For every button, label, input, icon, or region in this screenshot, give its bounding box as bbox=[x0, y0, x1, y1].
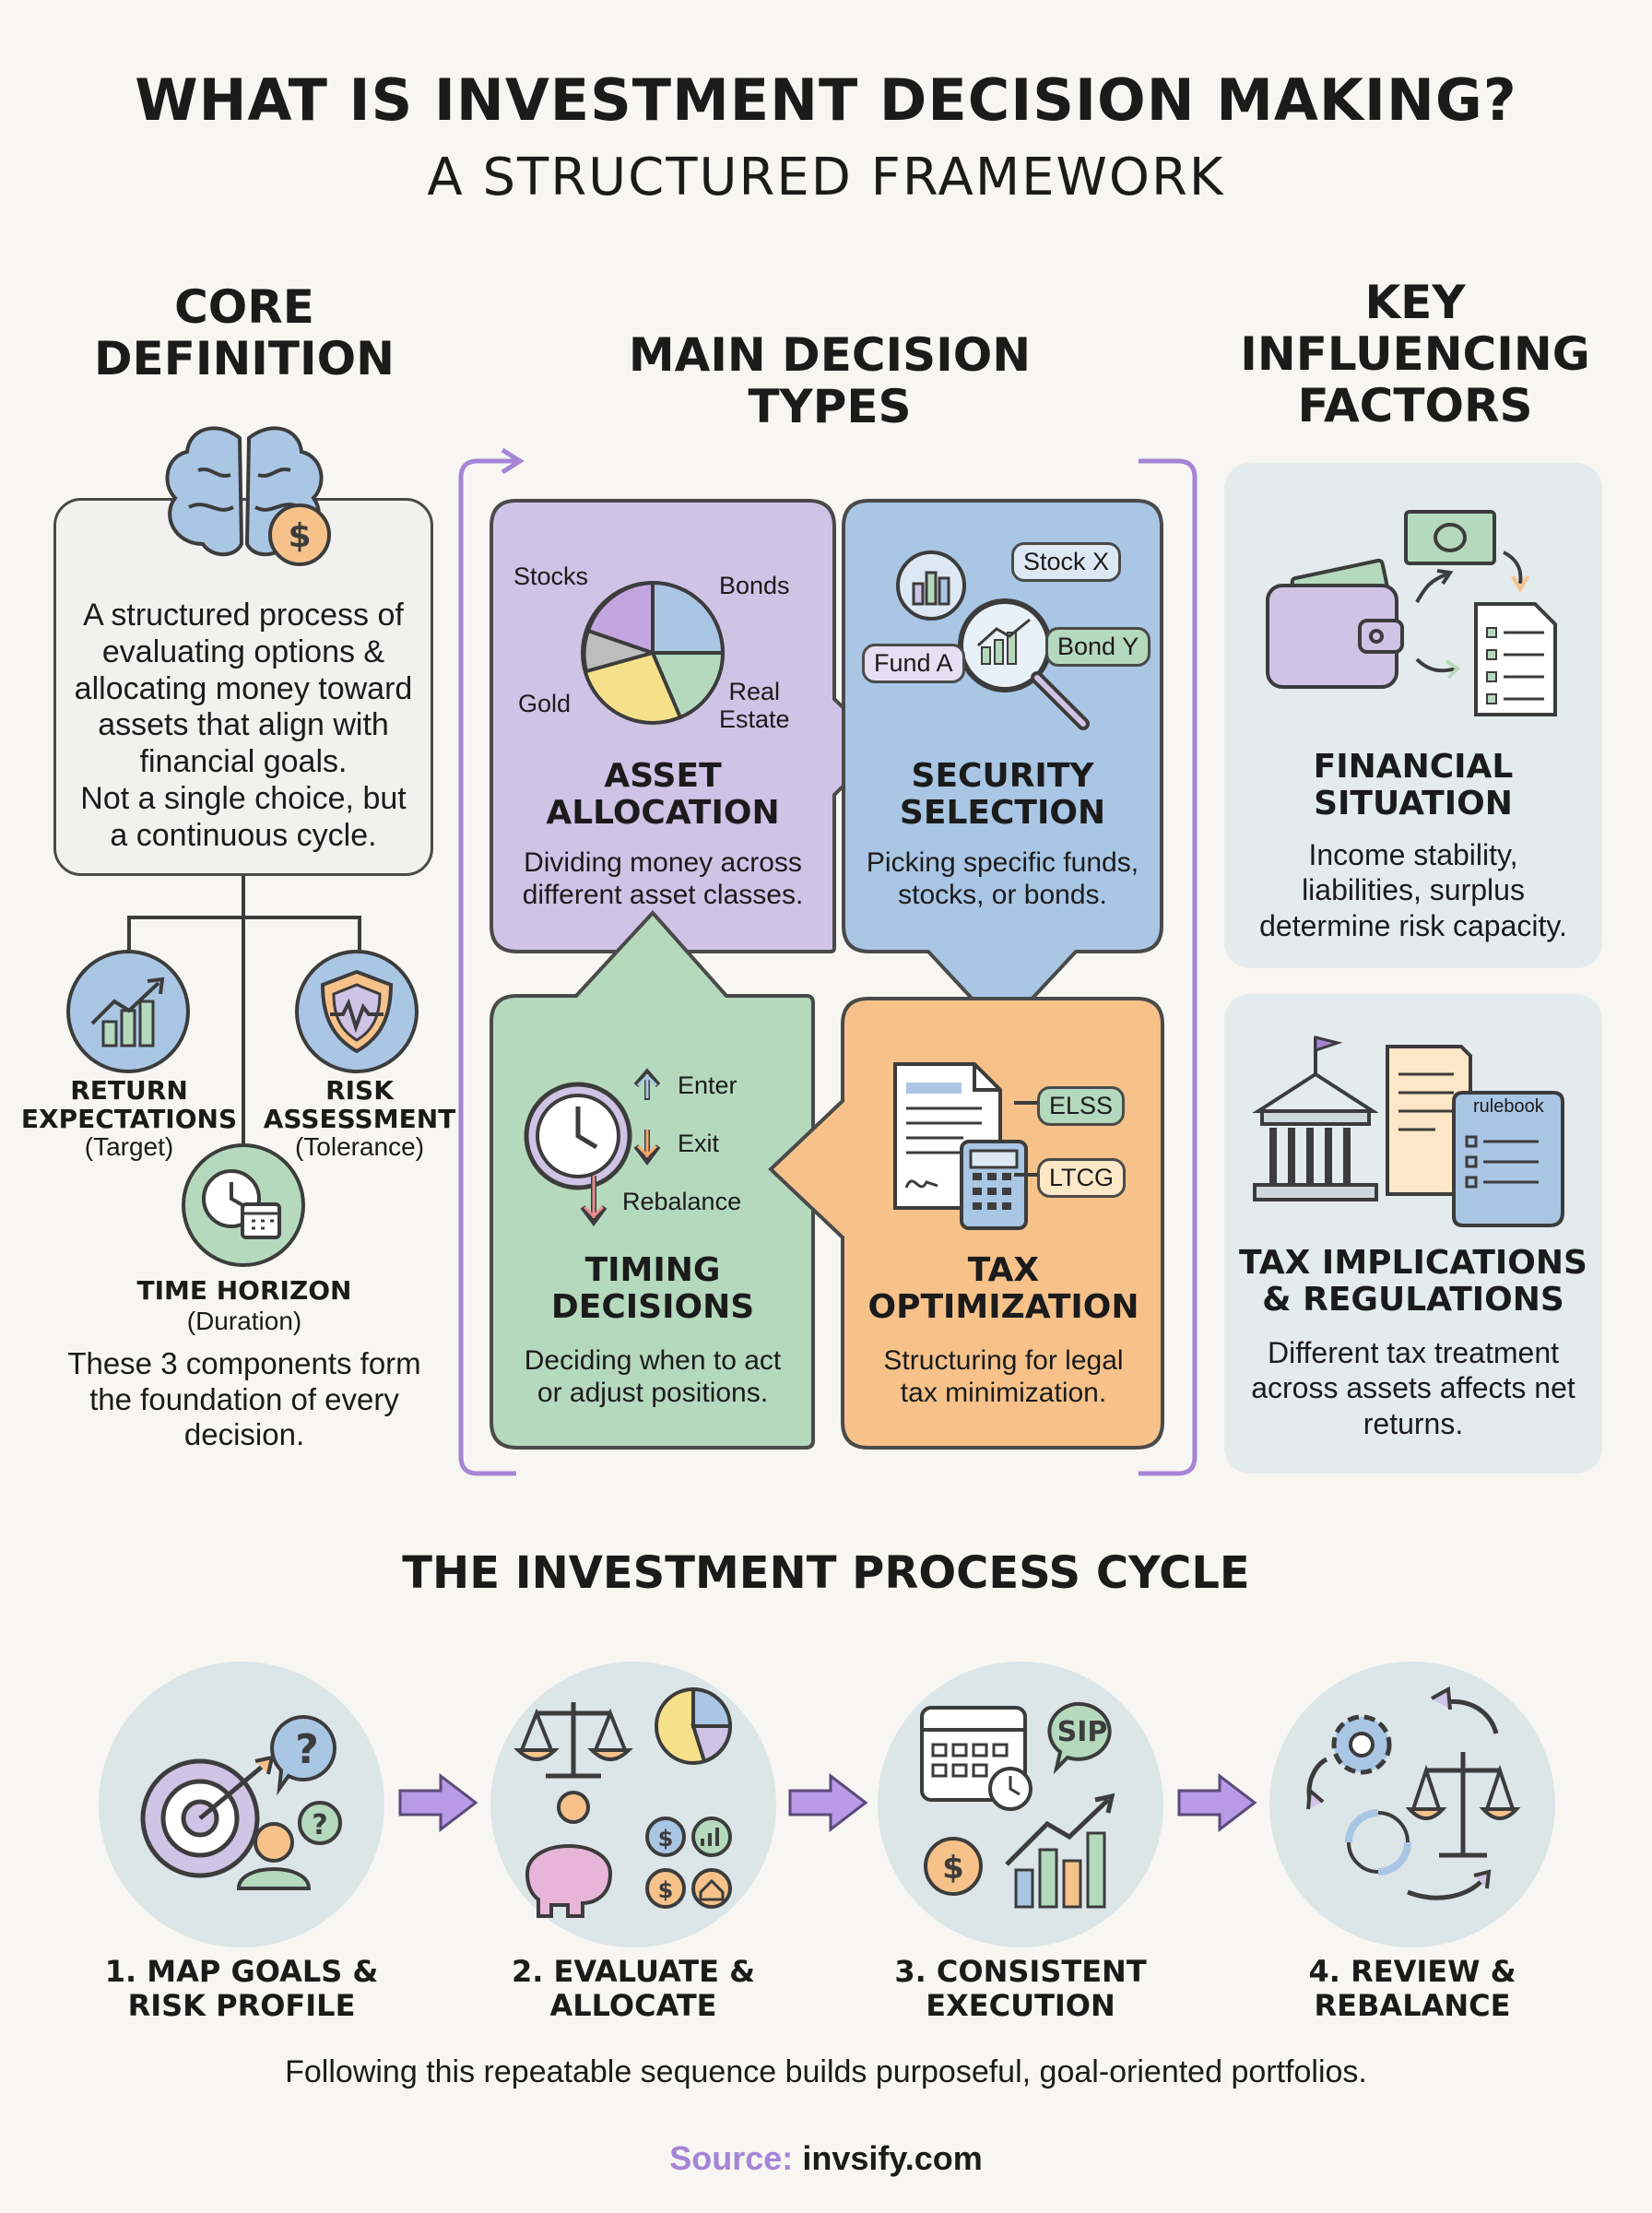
svg-text:?: ? bbox=[312, 1809, 327, 1841]
cycle-heading: THE INVESTMENT PROCESS CYCLE bbox=[402, 1547, 1250, 1599]
document-calculator-icon bbox=[893, 1062, 1028, 1230]
asset-allocation-card bbox=[490, 499, 886, 953]
factors-heading: KEY INFLUENCING FACTORS bbox=[1240, 276, 1590, 432]
risk-assessment-sub: (Tolerance) bbox=[294, 1132, 425, 1161]
action-rebalance: Rebalance bbox=[622, 1188, 742, 1215]
tag-stock-x: Stock X bbox=[1011, 542, 1122, 582]
target-person-icon: ? ? bbox=[140, 1714, 342, 1890]
brain-icon: $ bbox=[165, 426, 331, 566]
pie-chart-icon bbox=[581, 580, 726, 725]
clock-icon bbox=[524, 1082, 632, 1190]
cycle-footer-text: Following this repeatable sequence build… bbox=[285, 2054, 1367, 2089]
risk-assessment-label: RISK ASSESSMENT bbox=[263, 1075, 456, 1134]
pie-label-real-estate: Real Estate bbox=[719, 678, 790, 733]
tag-ltcg: LTCG bbox=[1037, 1158, 1127, 1198]
scale-piggybank-icon: $ $ bbox=[513, 1686, 733, 1918]
time-horizon-label: TIME HORIZON bbox=[136, 1275, 352, 1306]
step-1-label: 1. MAP GOALS & RISK PROFILE bbox=[104, 1954, 379, 2023]
cycle-bracket bbox=[458, 447, 1198, 1476]
step-arrow-3-4 bbox=[1177, 1772, 1257, 1833]
wallet-money-checklist-icon bbox=[1266, 510, 1557, 716]
return-expectations-label: RETURN EXPECTATIONS bbox=[20, 1075, 238, 1134]
tax-optimization-title: TAX OPTIMIZATION bbox=[867, 1251, 1139, 1327]
svg-text:$: $ bbox=[942, 1850, 964, 1887]
bar-chart-window-icon bbox=[896, 550, 966, 621]
step-arrow-1-2 bbox=[398, 1772, 478, 1833]
core-heading: CORE DEFINITION bbox=[94, 280, 395, 385]
timing-decisions-desc: Deciding when to act or adjust positions… bbox=[524, 1345, 782, 1409]
action-arrows-icon bbox=[580, 1068, 661, 1226]
time-horizon-sub: (Duration) bbox=[186, 1307, 302, 1335]
core-definition-box bbox=[53, 498, 433, 876]
svg-text:?: ? bbox=[295, 1726, 319, 1773]
step-3-label: 3. CONSISTENT EXECUTION bbox=[894, 1954, 1147, 2023]
security-selection-title: SECURITY SELECTION bbox=[899, 757, 1106, 833]
tag-elss: ELSS bbox=[1037, 1086, 1126, 1126]
financial-situation-desc: Income stability, liabilities, surplus d… bbox=[1259, 838, 1567, 942]
calendar-sip-chart-icon: SIP $ bbox=[920, 1701, 1115, 1909]
page-subtitle: A STRUCTURED FRAMEWORK bbox=[427, 148, 1225, 207]
step-2-label: 2. EVALUATE & ALLOCATE bbox=[511, 1954, 756, 2023]
tax-optimization-desc: Structuring for legal tax minimization. bbox=[883, 1345, 1124, 1409]
svg-text:$: $ bbox=[288, 517, 311, 555]
timing-decisions-title: TIMING DECISIONS bbox=[550, 1251, 755, 1327]
financial-situation-title: FINANCIAL SITUATION bbox=[1313, 748, 1514, 823]
tag-bond-y: Bond Y bbox=[1045, 627, 1151, 667]
bank-rulebook-icon bbox=[1252, 1035, 1564, 1227]
tag-fund-a: Fund A bbox=[862, 644, 965, 683]
return-expectations-sub: (Target) bbox=[84, 1132, 174, 1161]
step-4-label: 4. REVIEW & REBALANCE bbox=[1308, 1954, 1516, 2023]
asset-allocation-desc: Dividing money across different asset cl… bbox=[522, 847, 804, 911]
sip-text: SIP bbox=[1057, 1716, 1108, 1748]
action-exit: Exit bbox=[678, 1130, 720, 1157]
asset-allocation-title: ASSET ALLOCATION bbox=[546, 757, 780, 833]
source-line: Source: invsify.com bbox=[0, 2139, 1652, 2178]
source-label: Source: bbox=[669, 2139, 794, 2177]
page-title: WHAT IS INVESTMENT DECISION MAKING? bbox=[135, 66, 1517, 134]
pie-label-stocks: Stocks bbox=[513, 562, 589, 590]
svg-text:$: $ bbox=[658, 1877, 674, 1903]
shield-icon bbox=[320, 969, 394, 1054]
pie-label-gold: Gold bbox=[518, 690, 572, 717]
core-definition-text: A structured process of evaluating optio… bbox=[74, 598, 413, 853]
source-link[interactable]: invsify.com bbox=[802, 2139, 983, 2177]
rulebook-label: rulebook bbox=[1473, 1096, 1544, 1117]
gear-scale-cycle-icon bbox=[1306, 1686, 1521, 1900]
timing-decisions-card bbox=[490, 910, 815, 1450]
action-enter: Enter bbox=[678, 1071, 738, 1099]
growth-chart-icon bbox=[90, 976, 165, 1047]
pie-label-bonds: Bonds bbox=[719, 572, 790, 599]
tax-regulations-desc: Different tax treatment across assets af… bbox=[1251, 1336, 1575, 1440]
svg-text:$: $ bbox=[658, 1826, 674, 1852]
step-arrow-2-3 bbox=[788, 1772, 868, 1833]
core-footer-text: These 3 components form the foundation o… bbox=[67, 1346, 421, 1452]
tax-regulations-title: TAX IMPLICATIONS & REGULATIONS bbox=[1239, 1244, 1587, 1320]
decision-types-heading: MAIN DECISION TYPES bbox=[628, 328, 1032, 433]
clock-calendar-icon bbox=[202, 1169, 281, 1239]
security-selection-desc: Picking specific funds, stocks, or bonds… bbox=[866, 847, 1139, 911]
component-connector-lines bbox=[127, 876, 361, 1143]
